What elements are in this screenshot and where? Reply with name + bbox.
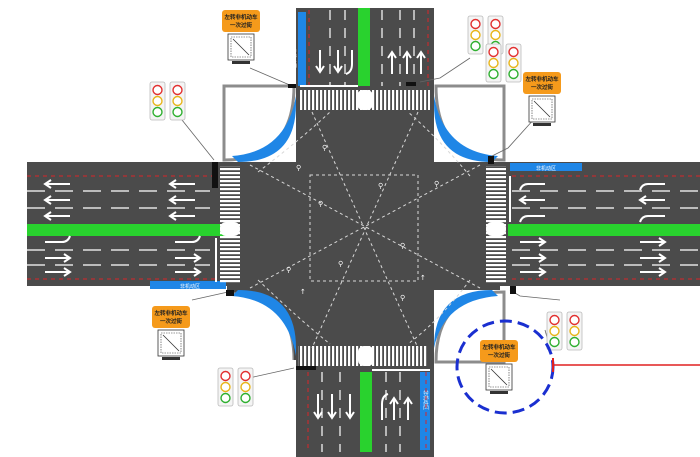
north-east-lights (149, 81, 186, 121)
east-lights (485, 43, 522, 83)
svg-text:↑: ↑ (420, 274, 426, 282)
crosswalks (220, 90, 506, 366)
red-edge-lines (27, 10, 700, 452)
svg-text:⚲: ⚲ (400, 242, 405, 250)
lane-dividers (27, 10, 700, 452)
lane-arrows (43, 50, 667, 420)
svg-text:⚲: ⚲ (338, 260, 343, 268)
north-strip-label: 非机动区 (290, 48, 297, 68)
sign-line-1: 左转非机动车 (223, 13, 258, 21)
sign-line-1: 左转非机动车 (524, 75, 559, 83)
leader-lines (181, 57, 561, 381)
traffic-light-icon (237, 367, 254, 407)
sign-line-2: 一次过街 (488, 351, 511, 359)
traffic-light-icon (467, 15, 484, 55)
west-strip-label: 非机动区 (180, 283, 200, 290)
traffic-light-icon (217, 367, 234, 407)
green-medians (27, 8, 700, 452)
traffic-light-icon (169, 81, 186, 121)
sign-line-1: 左转非机动车 (153, 309, 188, 317)
svg-text:↑: ↑ (300, 288, 306, 296)
guide-lines (249, 111, 481, 349)
south-strip-label: 非机动区 (422, 390, 429, 410)
svg-text:⚲: ⚲ (318, 200, 323, 208)
traffic-light-icon (566, 311, 583, 351)
callout (455, 319, 700, 415)
west-lights (546, 311, 583, 351)
svg-text:⚲: ⚲ (296, 164, 301, 172)
bicycle-icon: ⚲ ⚲ ⚲ ⚲ ⚲ ⚲ ⚲ ↑ ↑ ⚲ ⚲ (286, 144, 439, 302)
sign-line-2: 一次过街 (531, 83, 554, 91)
sign-line-1: 左转非机动车 (481, 343, 516, 351)
traffic-light-icon (546, 311, 563, 351)
svg-text:⚲: ⚲ (286, 266, 291, 274)
south-lights (217, 367, 254, 407)
traffic-lights (149, 15, 583, 407)
lane-label-texts: 非机动区 非机动区 非机动区 非机动区 (180, 48, 556, 410)
stop-lines (215, 85, 511, 371)
sign-line-2: 一次过街 (230, 21, 253, 29)
sign-line-2: 一次过街 (160, 317, 183, 325)
signal-heads (212, 82, 516, 370)
svg-text:⚲: ⚲ (434, 180, 439, 188)
svg-text:⚲: ⚲ (322, 144, 327, 152)
svg-text:⚲: ⚲ (378, 182, 383, 190)
traffic-light-icon (149, 81, 166, 121)
svg-text:⚲: ⚲ (400, 294, 405, 302)
traffic-light-icon (505, 43, 522, 83)
blue-side-strips (150, 12, 582, 450)
east-strip-label: 非机动区 (536, 165, 556, 172)
traffic-light-icon (485, 43, 502, 83)
